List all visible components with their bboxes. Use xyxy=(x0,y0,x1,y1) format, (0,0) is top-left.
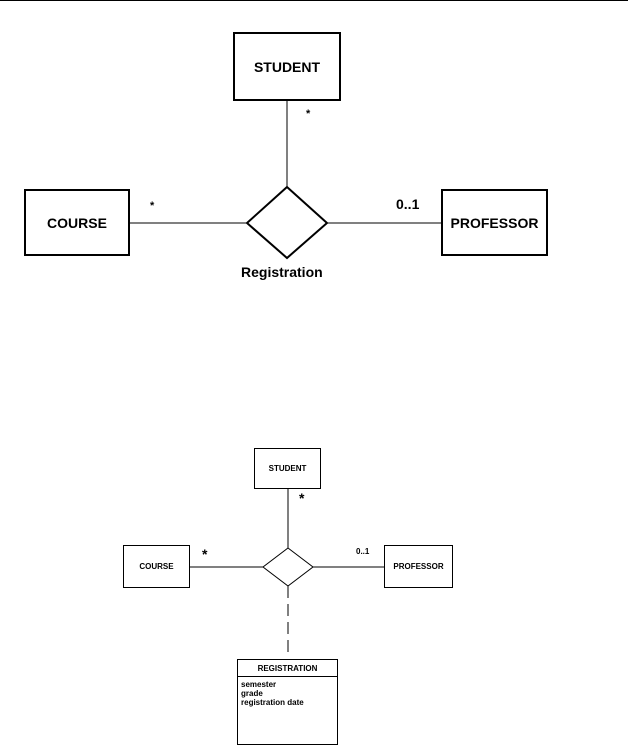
d2-professor-multiplicity: 0..1 xyxy=(356,547,370,556)
d1-association-diamond xyxy=(245,185,329,260)
d2-registration-attributes: semester grade registration date xyxy=(238,677,337,707)
d1-association-label: Registration xyxy=(241,264,323,280)
d2-student-label: STUDENT xyxy=(268,464,307,473)
d2-professor-label: PROFESSOR xyxy=(393,562,444,571)
d2-attribute-semester: semester xyxy=(241,680,277,689)
d2-course-label: COURSE xyxy=(139,562,174,571)
d2-association-diamond xyxy=(262,547,314,587)
d1-student-entity: STUDENT xyxy=(233,32,341,101)
d2-student-entity: STUDENT xyxy=(254,448,321,489)
d1-professor-label: PROFESSOR xyxy=(450,214,539,231)
d1-course-multiplicity: * xyxy=(150,200,155,212)
d2-attribute-registration-date: registration date xyxy=(241,698,304,707)
d2-course-multiplicity: * xyxy=(202,546,208,562)
d2-registration-class-name: REGISTRATION xyxy=(257,663,318,673)
d2-course-entity: COURSE xyxy=(123,545,190,588)
page-top-rule xyxy=(0,0,628,1)
d2-student-multiplicity: * xyxy=(299,490,305,506)
d2-registration-class-header: REGISTRATION xyxy=(238,660,337,677)
d1-professor-entity: PROFESSOR xyxy=(441,189,548,256)
d1-student-multiplicity: * xyxy=(306,108,311,120)
d1-student-label: STUDENT xyxy=(253,58,321,75)
d1-course-entity: COURSE xyxy=(24,189,130,256)
d2-professor-entity: PROFESSOR xyxy=(384,545,453,588)
d1-professor-multiplicity: 0..1 xyxy=(396,196,420,212)
d2-registration-class: REGISTRATION semester grade registration… xyxy=(237,659,338,745)
d2-attribute-grade: grade xyxy=(241,689,263,698)
d1-course-label: COURSE xyxy=(47,214,107,231)
